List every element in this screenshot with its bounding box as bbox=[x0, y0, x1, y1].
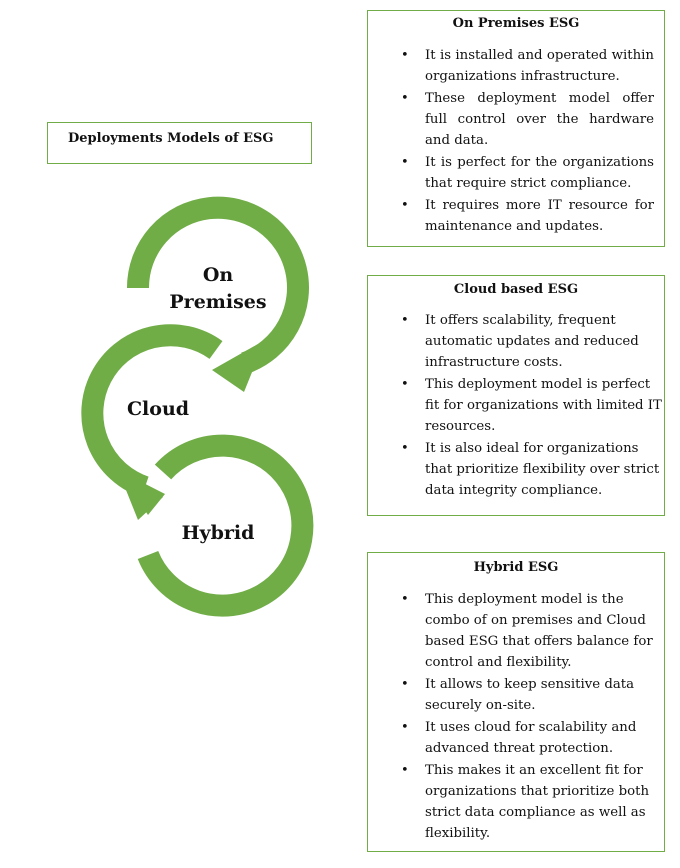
bullet-icon: • bbox=[401, 677, 409, 692]
arrow-head-on-premises bbox=[212, 340, 265, 392]
box-heading: Cloud based ESG bbox=[453, 282, 579, 297]
on-premises-esg-box: On Premises ESG • It is installed and ope… bbox=[367, 10, 665, 247]
list-item-text: It allows to keep sensitive data securel… bbox=[425, 677, 635, 713]
list-item-text: This deployment model is the combo of on… bbox=[425, 592, 653, 670]
bullet-list: • It is installed and operated within org… bbox=[368, 45, 664, 237]
list-item: • It is perfect for the organizations tha… bbox=[368, 152, 664, 194]
bullet-list: • This deployment model is the combo of o… bbox=[368, 589, 664, 844]
box-heading: Hybrid ESG bbox=[473, 560, 559, 575]
bullet-icon: • bbox=[401, 377, 409, 392]
list-item-text: It requires more IT resource for mainten… bbox=[425, 198, 654, 234]
bullet-icon: • bbox=[401, 763, 409, 778]
list-item: • This makes it an excellent fit for orga… bbox=[368, 760, 664, 844]
list-item-text: These deployment model offer full contro… bbox=[425, 91, 654, 148]
box-heading: On Premises ESG bbox=[452, 16, 580, 31]
diagram-title-box: Deployments Models of ESG bbox=[47, 122, 312, 164]
list-item: • This deployment model is perfect fit fo… bbox=[368, 374, 664, 437]
list-item: • This deployment model is the combo of o… bbox=[368, 589, 664, 673]
diagram-title: Deployments Models of ESG bbox=[68, 131, 274, 146]
bullet-icon: • bbox=[401, 441, 409, 456]
arc-hybrid bbox=[137, 434, 314, 617]
label-hybrid: Hybrid bbox=[181, 522, 255, 544]
label-on-premises-line1: On bbox=[202, 264, 234, 286]
bullet-icon: • bbox=[401, 592, 409, 607]
list-item-text: This deployment model is perfect fit for… bbox=[425, 377, 662, 434]
list-item-text: It is also ideal for organizations that … bbox=[425, 441, 660, 498]
arc-on-premises bbox=[126, 196, 309, 374]
bullet-icon: • bbox=[401, 155, 409, 170]
label-on-premises-line2: Premises bbox=[169, 291, 267, 313]
list-item: • It allows to keep sensitive data secure… bbox=[368, 674, 664, 716]
label-cloud: Cloud bbox=[126, 398, 190, 420]
list-item-text: It is perfect for the organizations that… bbox=[425, 155, 654, 191]
bullet-icon: • bbox=[401, 313, 409, 328]
hybrid-esg-box: Hybrid ESG • This deployment model is the… bbox=[367, 552, 665, 852]
bullet-list: • It offers scalability, frequent automat… bbox=[368, 310, 664, 501]
bullet-icon: • bbox=[401, 720, 409, 735]
list-item: • It requires more IT resource for mainte… bbox=[368, 195, 664, 237]
label-on-premises: On Premises bbox=[158, 262, 278, 316]
bullet-icon: • bbox=[401, 91, 409, 106]
bullet-icon: • bbox=[401, 198, 409, 213]
list-item: • It is also ideal for organizations that… bbox=[368, 438, 664, 501]
arc-cloud bbox=[81, 324, 223, 498]
list-item: • These deployment model offer full contr… bbox=[368, 88, 664, 151]
bullet-icon: • bbox=[401, 48, 409, 63]
list-item: • It is installed and operated within org… bbox=[368, 45, 664, 87]
list-item-text: It offers scalability, frequent automati… bbox=[425, 313, 639, 370]
list-item: • It uses cloud for scalability and advan… bbox=[368, 717, 664, 759]
arrow-head-hybrid bbox=[118, 470, 163, 520]
list-item-text: It uses cloud for scalability and advanc… bbox=[425, 720, 637, 756]
list-item: • It offers scalability, frequent automat… bbox=[368, 310, 664, 373]
list-item-text: It is installed and operated within orga… bbox=[425, 48, 654, 84]
cloud-based-esg-box: Cloud based ESG • It offers scalability, … bbox=[367, 275, 665, 516]
list-item-text: This makes it an excellent fit for organ… bbox=[425, 763, 650, 841]
